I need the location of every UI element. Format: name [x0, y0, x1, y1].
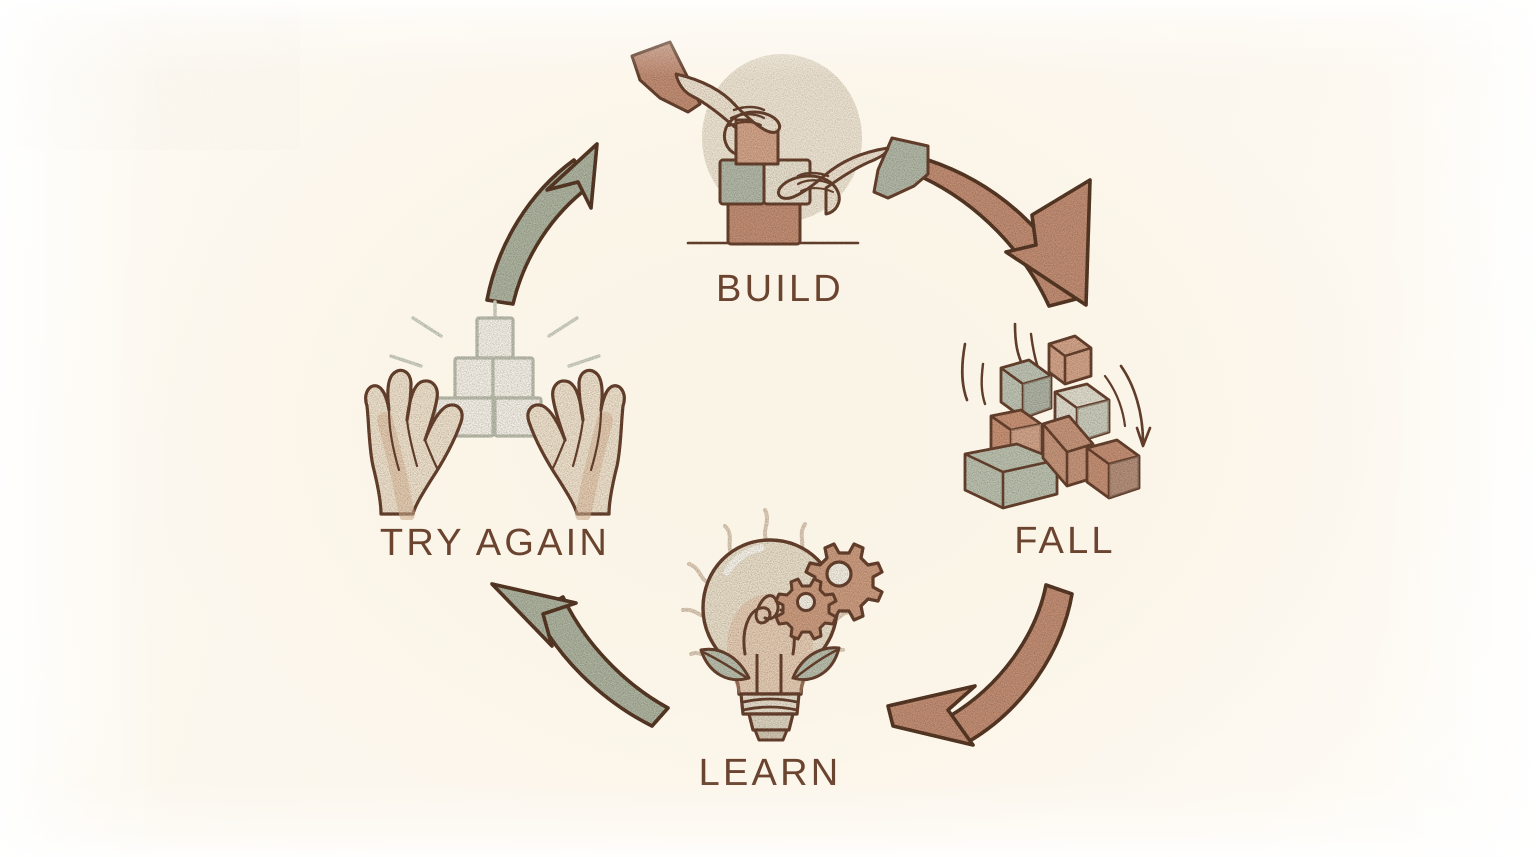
arrow-fall-to-learn: [886, 583, 1074, 747]
hands-stacking-blocks-icon: [630, 34, 930, 266]
cycle-node-learn: LEARN: [645, 498, 895, 795]
arrow-tryagain-to-build: [485, 142, 599, 306]
lightbulb-with-gears-icon: [645, 498, 895, 750]
arrow-learn-to-tryagain: [490, 582, 670, 728]
arrow-build-to-fall: [922, 158, 1092, 308]
cycle-node-label-build: BUILD: [716, 268, 844, 310]
open-hands-with-blocks-icon: [355, 300, 635, 522]
paper-grain-overlay: [0, 0, 300, 150]
cycle-node-label-tryagain: TRY AGAIN: [379, 522, 611, 564]
cycle-node-fall: FALL: [935, 318, 1195, 563]
falling-blocks-icon: [945, 318, 1185, 518]
cycle-node-tryagain: TRY AGAIN: [345, 300, 645, 565]
cycle-node-label-learn: LEARN: [698, 752, 842, 794]
cycle-node-label-fall: FALL: [1014, 520, 1116, 562]
cycle-node-build: BUILD: [620, 34, 940, 311]
